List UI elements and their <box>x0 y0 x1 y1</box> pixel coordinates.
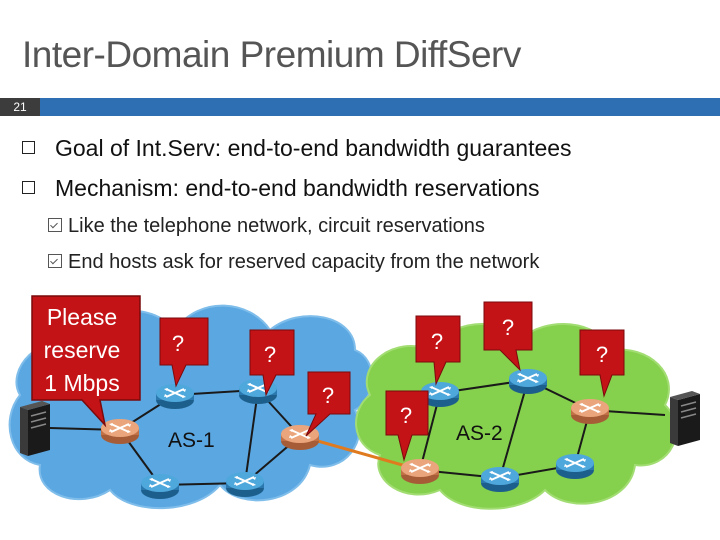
bullet-text: Goal of Int.Serv: end-to-end bandwidth g… <box>55 135 572 161</box>
as2-label: AS-2 <box>456 422 503 445</box>
request-text-line2: reserve <box>44 337 121 363</box>
request-text-line1: Please <box>47 304 117 330</box>
router-icon <box>155 383 195 410</box>
question-callout-7: ? <box>579 329 625 398</box>
router-icon <box>225 471 265 498</box>
question-callout-3: ? <box>305 371 351 437</box>
router-icon <box>140 473 180 500</box>
question-callout-5: ? <box>415 315 461 386</box>
question-mark: ? <box>172 331 184 356</box>
sub-bullet-text: Like the telephone network, circuit rese… <box>68 215 485 237</box>
question-mark: ? <box>596 342 608 367</box>
as1-label: AS-1 <box>168 429 215 452</box>
question-mark: ? <box>502 315 514 340</box>
server-icon <box>669 390 701 447</box>
request-text-line3: 1 Mbps <box>44 370 119 396</box>
edge-router-icon <box>100 418 140 445</box>
router-icon <box>555 453 595 480</box>
inter-domain-link <box>299 434 421 472</box>
question-mark: ? <box>264 342 276 367</box>
question-mark: ? <box>400 403 412 428</box>
square-bullet-icon <box>22 181 35 194</box>
server-icon <box>19 400 51 457</box>
question-callout-6: ? <box>483 301 533 372</box>
checkbox-bullet-icon <box>48 254 62 268</box>
title-underline-bar <box>0 98 720 116</box>
question-mark: ? <box>322 383 334 408</box>
router-icon <box>480 466 520 493</box>
router-icon <box>508 368 548 395</box>
slide-title: Inter-Domain Premium DiffServ <box>22 34 521 75</box>
sub-bullet-text: End hosts ask for reserved capacity from… <box>68 251 540 273</box>
bullet-goal: Goal of Int.Serv: end-to-end bandwidth g… <box>22 135 712 162</box>
checkbox-bullet-icon <box>48 218 62 232</box>
slide-number: 21 <box>0 98 40 116</box>
edge-router-icon <box>570 398 610 425</box>
question-callout-4: ? <box>385 390 429 462</box>
question-mark: ? <box>431 329 443 354</box>
sub-bullet-end-hosts: End hosts ask for reserved capacity from… <box>48 251 539 274</box>
sub-bullet-telephone: Like the telephone network, circuit rese… <box>48 215 485 238</box>
border-router-icon <box>400 458 440 485</box>
question-callout-1: ? <box>159 317 209 388</box>
bullet-text: Mechanism: end-to-end bandwidth reservat… <box>55 175 540 201</box>
square-bullet-icon <box>22 141 35 154</box>
question-callout-2: ? <box>249 329 295 397</box>
inter-domain-diagram: AS-1 AS-2 Please reserve 1 Mbps ? ? ? ? … <box>8 295 701 510</box>
bullet-mechanism: Mechanism: end-to-end bandwidth reservat… <box>22 175 712 202</box>
